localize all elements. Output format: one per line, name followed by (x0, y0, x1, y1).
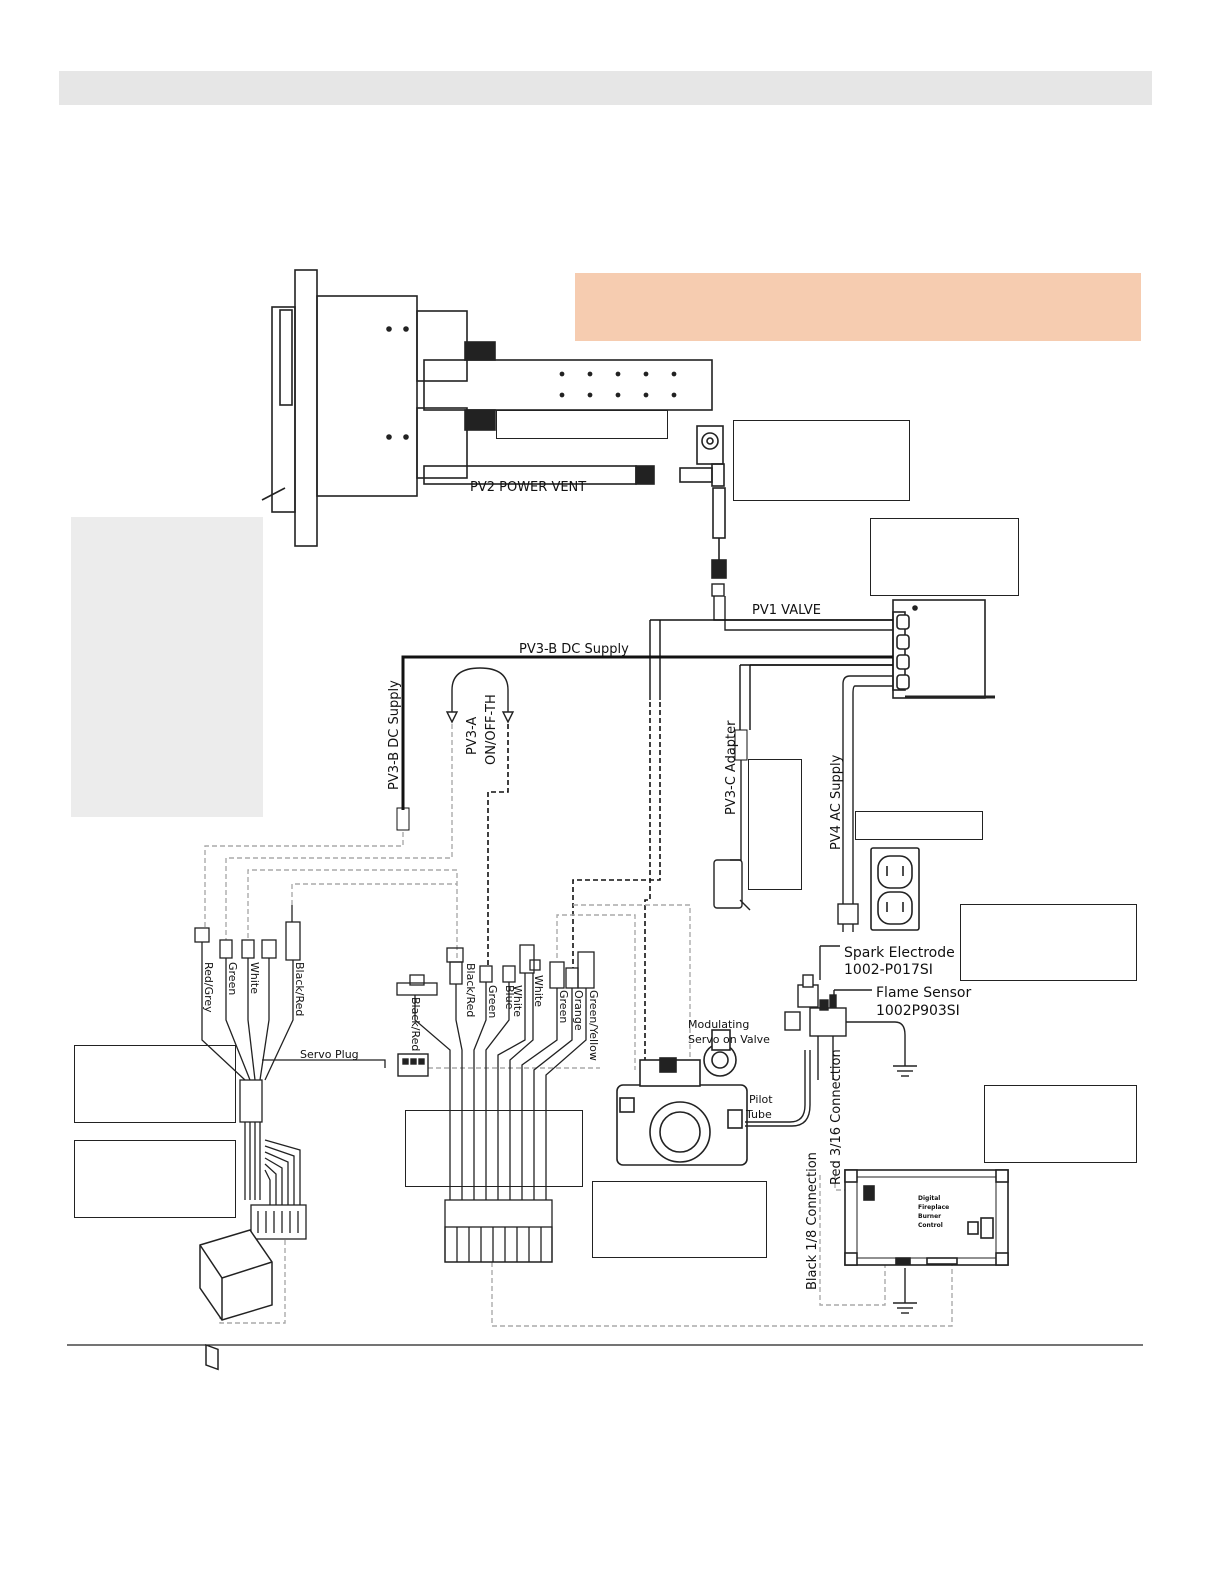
black-connection-label: Black 1/8 Connection (805, 1152, 820, 1290)
power-vent-control-switch-icon (679, 425, 727, 579)
pv3b-dc-supply-left-label: PV3-B DC Supply (387, 680, 402, 790)
pilot-assembly-icon (784, 945, 906, 1080)
wall-outlet-icon (870, 847, 920, 931)
ac-plug-icon (837, 903, 859, 932)
wire-label-middle-6: Green (557, 990, 570, 1023)
flame-sensor-line1: Flame Sensor (876, 985, 971, 1001)
pv3a-wire (445, 667, 515, 724)
thermostat-dashed-wire (487, 702, 661, 1068)
control-board-line1: Digital (918, 1195, 940, 1202)
control-board-line4: Control (918, 1222, 943, 1229)
wire-label-left-3: Black/Red (293, 962, 306, 1016)
wire-label-middle-7: Orange (572, 990, 585, 1031)
wire-label-middle-2: Green (486, 985, 499, 1018)
pilot-label-line2: Tube (745, 1108, 772, 1121)
servo-plug-connector (397, 1053, 429, 1077)
wire-label-middle-4: White (511, 985, 524, 1017)
control-board-line3: Burner (918, 1213, 941, 1220)
callout-box-harness-middle (405, 1110, 583, 1187)
spark-electrode-line1: Spark Electrode (844, 945, 955, 961)
modulating-label-line2: Servo on Valve (688, 1033, 770, 1046)
pv3c-adapter-label: PV3-C Adapter (724, 720, 739, 815)
pv3b-dc-supply-wire (396, 619, 893, 831)
wire-label-left-2: White (248, 962, 261, 994)
ignition-control-board-icon (844, 1169, 1009, 1266)
junction-box-icon (892, 599, 995, 699)
pv4-ac-supply-wire (842, 675, 893, 905)
pv3a-label-line1: PV3-A (465, 717, 480, 755)
pv3b-dc-supply-top-label: PV3-B DC Supply (519, 642, 629, 657)
pv2-power-vent-label: PV2 POWER VENT (470, 480, 586, 495)
ground-symbol-icon (893, 1268, 917, 1314)
spark-electrode-line2: 1002-P017SI (844, 962, 933, 978)
left-wire-harness (194, 905, 386, 1240)
note-panel (71, 517, 263, 817)
wire-label-middle-3: Blue (503, 985, 516, 1010)
battery-pack-icon (199, 1229, 273, 1371)
modulating-label-line1: Modulating (688, 1018, 749, 1031)
callout-box-control (984, 1085, 1137, 1163)
control-board-line2: Fireplace (918, 1204, 949, 1211)
red-connection-label: Red 3/16 Connection (829, 1049, 844, 1185)
dc-adapter-icon (713, 760, 751, 911)
callout-box-power-vent (496, 410, 668, 439)
header-bar (59, 71, 1152, 105)
pv1-valve-label: PV1 VALVE (752, 603, 821, 618)
flame-sensor-line2: 1002P903SI (876, 1003, 960, 1019)
pv3a-label-line2: ON/OFF-TH (484, 694, 499, 765)
wire-label-left-0: Red/Grey (202, 962, 215, 1013)
wire-label-middle-0: Black/Red (409, 997, 422, 1051)
wire-label-middle-5: White (532, 975, 545, 1007)
pilot-tube (745, 1050, 811, 1127)
callout-box-valve (592, 1181, 767, 1258)
callout-box-harness-left-2 (74, 1140, 236, 1218)
pilot-label-line1: Pilot (749, 1093, 773, 1106)
wire-label-middle-1: Black/Red (464, 963, 477, 1017)
power-vent-motor-icon (261, 269, 713, 547)
callout-box-adapter (748, 759, 802, 890)
callout-box-harness-left-1 (74, 1045, 236, 1123)
servo-plug-label: Servo Plug (300, 1048, 359, 1061)
callout-box-junction (870, 518, 1019, 596)
callout-box-switch (733, 420, 910, 501)
callout-box-electrode (960, 904, 1137, 981)
middle-wire-harness (396, 944, 595, 1263)
warning-banner (575, 273, 1141, 341)
pv4-ac-supply-label: PV4 AC Supply (829, 754, 844, 850)
wire-label-middle-8: Green/Yellow (587, 990, 600, 1061)
wire-label-left-1: Green (226, 962, 239, 995)
gas-valve-icon (616, 1029, 748, 1166)
ground-symbol-icon (893, 1065, 917, 1077)
callout-box-outlet (855, 811, 983, 840)
